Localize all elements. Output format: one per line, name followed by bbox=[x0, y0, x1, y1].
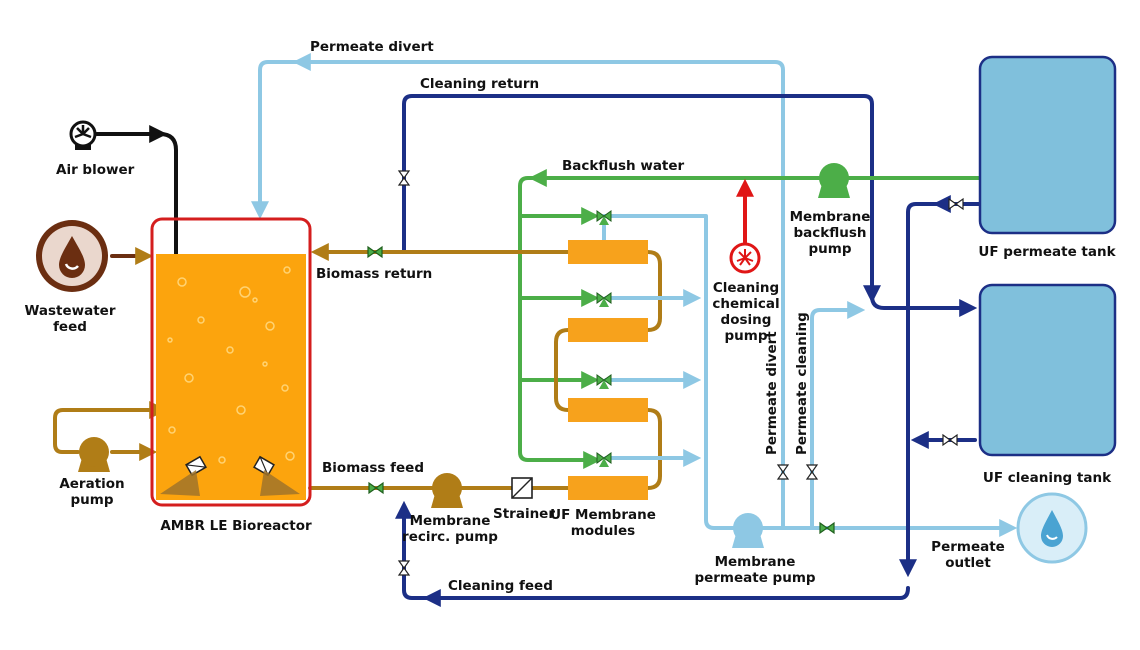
module-valve-3 bbox=[596, 374, 612, 389]
backflush-pump-icon bbox=[818, 163, 850, 198]
valve-icon bbox=[398, 560, 410, 576]
uf-module-1 bbox=[568, 240, 648, 264]
module-valve-1 bbox=[596, 210, 612, 225]
module-serpentine-right-2 bbox=[646, 408, 662, 490]
uf-module-3 bbox=[568, 398, 648, 422]
uf-module-2 bbox=[568, 318, 648, 342]
uf-permeate-tank bbox=[978, 55, 1117, 235]
valve-icon bbox=[806, 464, 818, 480]
diffuser-plume-left bbox=[160, 470, 200, 496]
label-air-blower: Air blower bbox=[56, 162, 135, 178]
aeration-pump-icon bbox=[78, 437, 110, 472]
module-valve-2 bbox=[596, 292, 612, 307]
label-uf-permeate-tank: UF permeate tank bbox=[978, 244, 1116, 260]
label-permeate-divert-top: Permeate divert bbox=[310, 39, 434, 55]
cleaning-tank-down bbox=[899, 202, 946, 578]
backflush-water-line bbox=[518, 176, 982, 469]
fan-icon bbox=[69, 120, 97, 150]
uf-cleaning-tank bbox=[978, 283, 1117, 457]
valve-icon bbox=[819, 522, 835, 534]
water-drop-icon bbox=[36, 220, 108, 292]
label-permeate-cleaning-vertical: Permeate cleaning bbox=[794, 312, 810, 455]
uf-module-4 bbox=[568, 476, 648, 500]
valve-icon bbox=[368, 482, 384, 494]
label-permeate-divert-vertical: Permeate divert bbox=[764, 331, 780, 455]
recirc-pump-icon bbox=[431, 473, 463, 508]
bubbles bbox=[167, 266, 295, 464]
label-bioreactor: AMBR LE Bioreactor bbox=[160, 518, 312, 534]
strainer-icon bbox=[511, 477, 533, 499]
bioreactor-vessel bbox=[150, 217, 312, 507]
module-serpentine-right-1 bbox=[646, 250, 662, 332]
bioreactor-liquid bbox=[156, 254, 306, 500]
label-biomass-feed: Biomass feed bbox=[322, 460, 424, 476]
permeate-cleaning-line bbox=[810, 301, 866, 530]
cleaning-return-line bbox=[402, 94, 881, 304]
cleaning-feed-line bbox=[395, 500, 910, 600]
aeration-loop-line bbox=[53, 401, 168, 454]
diffuser-plume-right bbox=[260, 470, 300, 496]
valve-icon bbox=[942, 434, 958, 446]
cleaning-return-branch bbox=[870, 294, 978, 317]
valve-icon bbox=[367, 246, 383, 258]
diffuser-icon bbox=[185, 455, 207, 477]
module-serpentine-left bbox=[554, 328, 570, 412]
valve-icon bbox=[398, 170, 410, 186]
outlet-drop-icon bbox=[1016, 492, 1088, 564]
label-backflush-water: Backflush water bbox=[562, 158, 685, 174]
permeate-pump-icon bbox=[732, 513, 764, 548]
label-strainer: Strainer bbox=[493, 506, 555, 522]
permeate-out-1 bbox=[602, 214, 1012, 530]
label-cleaning-return: Cleaning return bbox=[420, 76, 539, 92]
label-biomass-return: Biomass return bbox=[316, 266, 432, 282]
valve-icon bbox=[777, 464, 789, 480]
dosing-pump-icon bbox=[729, 242, 761, 274]
label-uf-cleaning-tank: UF cleaning tank bbox=[983, 470, 1112, 486]
valve-icon bbox=[948, 198, 964, 210]
module-valve-4 bbox=[596, 452, 612, 467]
label-cleaning-feed: Cleaning feed bbox=[448, 578, 553, 594]
